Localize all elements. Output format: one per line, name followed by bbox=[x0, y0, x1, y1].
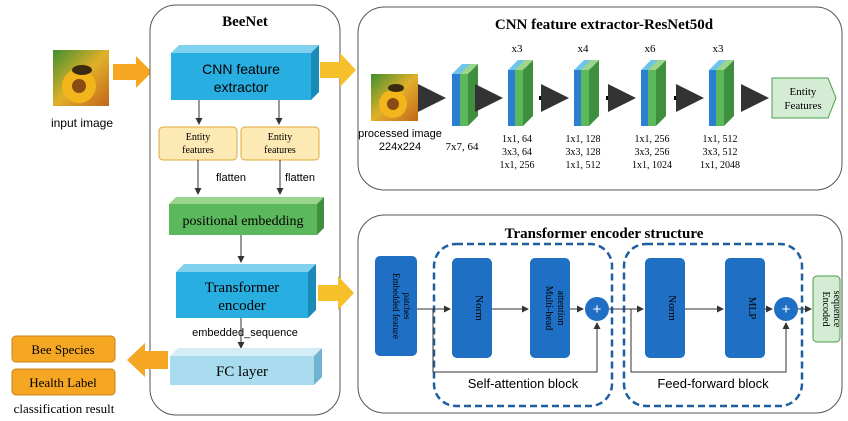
fc-layer-label: FC layer bbox=[216, 364, 268, 380]
norm-1-box bbox=[452, 258, 492, 358]
cnn-feature-extractor-box bbox=[171, 45, 319, 100]
add-node-1-symbol: + bbox=[593, 301, 602, 318]
stage-1-l1: 1x1, 64 bbox=[502, 134, 532, 145]
stage-2-l3: 1x1, 512 bbox=[566, 160, 601, 171]
encoded-sequence-box bbox=[812, 275, 841, 343]
classification-result-caption: classification result bbox=[14, 401, 115, 416]
feed-forward-label: Feed-forward block bbox=[657, 376, 769, 391]
stage-1-l3: 1x1, 256 bbox=[500, 160, 535, 171]
positional-embedding-label: positional embedding bbox=[183, 214, 304, 229]
transformer-encoder-box bbox=[176, 264, 316, 318]
beenet-title: BeeNet bbox=[222, 14, 268, 30]
stage-4-l2: 3x3, 512 bbox=[703, 147, 738, 158]
stage-3-l3: 1x1, 1024 bbox=[632, 160, 672, 171]
mlp-label: MLP bbox=[746, 297, 758, 320]
stage-4-mult: x3 bbox=[713, 43, 725, 55]
flatten-right-label: flatten bbox=[285, 172, 315, 184]
norm-1-label: Norm bbox=[473, 295, 485, 321]
norm-2-label: Norm bbox=[666, 295, 678, 321]
stage-1-block bbox=[508, 60, 533, 126]
entity-right-line1: Entity bbox=[268, 132, 292, 143]
self-attention-block bbox=[432, 242, 614, 408]
entity-out-line2: Features bbox=[784, 100, 821, 112]
add-node-1 bbox=[585, 297, 609, 321]
add-node-2-symbol: + bbox=[782, 301, 791, 318]
stage-2-l2: 3x3, 128 bbox=[566, 147, 601, 158]
self-attention-label: Self-attention block bbox=[468, 376, 579, 391]
entity-left-line2: features bbox=[182, 145, 214, 156]
stage-3-block bbox=[641, 60, 666, 126]
health-label-box bbox=[11, 368, 116, 396]
cnn-box-line1: CNN feature bbox=[202, 61, 280, 77]
fc-output-arrow bbox=[127, 343, 168, 377]
processed-image bbox=[371, 74, 418, 121]
stage-1-l2: 3x3, 64 bbox=[502, 147, 532, 158]
stage-4-l3: 1x1, 2048 bbox=[700, 160, 740, 171]
processed-image-line1: processed image bbox=[358, 128, 442, 140]
entity-right-line2: features bbox=[264, 145, 296, 156]
stage-4-l1: 1x1, 512 bbox=[703, 134, 738, 145]
transformer-structure-title: Transformer encoder structure bbox=[505, 226, 704, 242]
stage-3-mult: x6 bbox=[645, 43, 657, 55]
processed-image-line2: 224x224 bbox=[379, 141, 421, 153]
transformer-line1: Transformer bbox=[205, 280, 279, 296]
embedded-patches-line2: patches bbox=[402, 293, 412, 320]
embedded-patches-box bbox=[375, 256, 417, 356]
flatten-left-label: flatten bbox=[216, 172, 246, 184]
stage-4-block bbox=[709, 60, 734, 126]
embedded-sequence-label: embedded_sequence bbox=[192, 327, 298, 339]
multi-head-attention-box bbox=[530, 258, 570, 358]
stage-1-mult: x3 bbox=[512, 43, 524, 55]
entity-features-output bbox=[771, 77, 837, 119]
stage-2-l1: 1x1, 128 bbox=[566, 134, 601, 145]
resnet-title: CNN feature extractor-ResNet50d bbox=[495, 17, 714, 33]
transformer-to-structure-arrow bbox=[318, 276, 354, 310]
entity-out-line1: Entity bbox=[790, 86, 817, 98]
positional-embedding-box bbox=[169, 197, 324, 235]
encoded-line1: Encoded bbox=[820, 292, 831, 327]
stage-3-l1: 1x1, 256 bbox=[635, 134, 670, 145]
health-label-label: Health Label bbox=[29, 375, 97, 390]
stem-label: 7x7, 64 bbox=[446, 141, 480, 153]
entity-left-line1: Entity bbox=[186, 132, 210, 143]
stage-2-mult: x4 bbox=[578, 43, 590, 55]
stage-3-l2: 3x3, 256 bbox=[635, 147, 670, 158]
cnn-to-resnet-arrow bbox=[320, 53, 356, 87]
cnn-box-line2: extractor bbox=[214, 79, 269, 95]
bee-species-box bbox=[11, 335, 116, 363]
encoded-line2: sequence bbox=[831, 291, 842, 328]
stage-2-block bbox=[574, 60, 599, 126]
input-arrow bbox=[113, 56, 152, 88]
transformer-line2: encoder bbox=[218, 298, 265, 314]
bee-species-label: Bee Species bbox=[31, 342, 94, 357]
add-node-2 bbox=[774, 297, 798, 321]
transformer-connectors bbox=[417, 305, 812, 373]
feed-forward-block bbox=[622, 242, 804, 408]
embedded-patches-line1: Embedded feature bbox=[391, 273, 401, 339]
stem-block bbox=[452, 64, 478, 126]
resnet-panel bbox=[357, 6, 843, 191]
mlp-box bbox=[725, 258, 765, 358]
mha-line1: Multi-head bbox=[543, 286, 554, 330]
input-image bbox=[53, 50, 109, 106]
input-image-label: input image bbox=[51, 116, 113, 130]
fc-layer-box bbox=[170, 348, 322, 385]
mha-line2: attention bbox=[555, 291, 566, 326]
norm-2-box bbox=[645, 258, 685, 358]
